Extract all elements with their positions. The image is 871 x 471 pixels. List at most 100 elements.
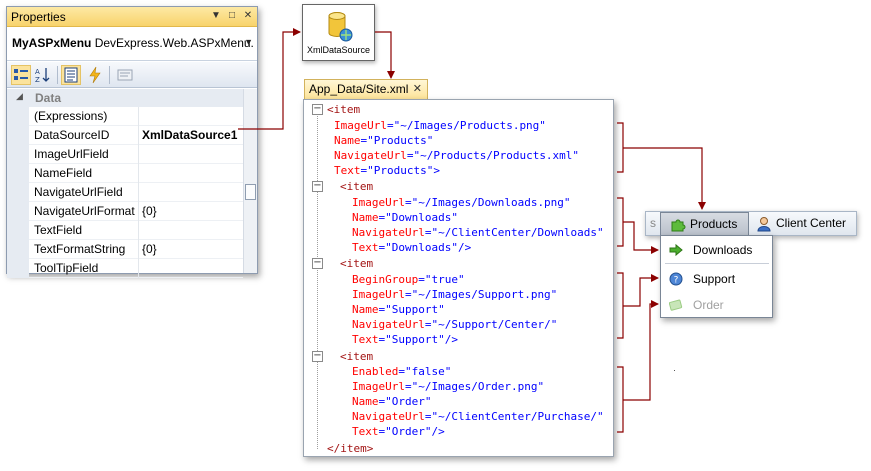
property-name: TextFormatString <box>34 242 126 256</box>
property-grid: ◢ Data (Expressions) DataSourceID XmlDat… <box>7 89 257 278</box>
properties-icon[interactable] <box>61 65 81 85</box>
dropdown-icon[interactable]: ▼ <box>211 10 221 21</box>
submenu-item-support[interactable]: ? Support <box>661 266 772 292</box>
code-line: Text="Products"> <box>334 164 440 177</box>
close-icon[interactable]: ✕ <box>243 10 253 21</box>
object-name: MyASPxMenu <box>12 36 92 50</box>
code-line: Name="Support" <box>352 303 445 316</box>
object-selector[interactable]: MyASPxMenu DevExpress.Web.ASPxMenu. ▼ <box>7 29 257 61</box>
property-value[interactable] <box>138 183 243 202</box>
property-value[interactable] <box>138 259 243 278</box>
bracket-products <box>617 122 624 173</box>
property-name: NavigateUrlFormat <box>34 204 135 218</box>
property-row[interactable]: NavigateUrlFormat {0} <box>7 202 243 221</box>
property-value[interactable] <box>138 221 243 240</box>
svg-text:A: A <box>35 68 40 76</box>
bracket-order <box>617 366 624 433</box>
bracket-downloads <box>617 197 624 247</box>
categorized-icon[interactable] <box>11 65 31 85</box>
connector-products <box>623 147 706 210</box>
property-value[interactable] <box>138 107 243 126</box>
properties-title-bar: Properties ▼ □ ✕ <box>7 7 257 27</box>
property-value-datasourceid[interactable]: XmlDataSource1 <box>138 126 243 145</box>
data-source-label: XmlDataSource <box>306 45 371 55</box>
toolbar-separator <box>109 66 110 84</box>
property-value[interactable]: {0} <box>138 240 243 259</box>
submenu-item-downloads[interactable]: Downloads <box>661 237 772 263</box>
menu-item-products[interactable]: Products <box>660 212 749 236</box>
close-icon[interactable]: ✕ <box>412 83 422 95</box>
collapse-icon[interactable]: − <box>312 257 323 269</box>
code-line: Text="Order"/> <box>352 425 445 438</box>
submenu-item-label: Order <box>693 298 724 312</box>
property-row[interactable]: (Expressions) <box>7 107 243 126</box>
code-line: NavigateUrl="~/Support/Center/" <box>352 318 558 331</box>
property-value[interactable] <box>138 164 243 183</box>
submenu-separator <box>665 263 769 264</box>
code-line: Name="Order" <box>352 395 432 408</box>
xml-editor[interactable]: − − − − <item ImageUrl="~/Images/Product… <box>303 99 614 457</box>
code-line: NavigateUrl="~/ClientCenter/Purchase/" <box>352 410 604 423</box>
code-line: Enabled="false" <box>352 365 452 378</box>
code-line: <item <box>327 103 361 116</box>
bracket-support <box>617 272 624 339</box>
menu-item-label: Client Center <box>776 216 847 230</box>
property-row[interactable]: ToolTipField <box>7 259 243 278</box>
events-icon[interactable] <box>85 65 105 85</box>
property-row[interactable]: TextFormatString {0} <box>7 240 243 259</box>
property-name: (Expressions) <box>34 109 108 123</box>
clipped-menu-text: s <box>650 216 656 230</box>
code-line: </item> <box>327 442 374 455</box>
code-line: ImageUrl="~/Images/Downloads.png" <box>352 196 571 209</box>
svg-text:?: ? <box>674 276 679 286</box>
category-row[interactable]: ◢ Data <box>7 89 243 107</box>
collapse-icon[interactable]: − <box>312 350 323 362</box>
property-row[interactable]: ImageUrlField <box>7 145 243 164</box>
code-line: Text="Support"/> <box>352 333 458 346</box>
arrow-right-icon <box>669 243 683 257</box>
scrollbar-thumb[interactable] <box>245 184 256 200</box>
property-pages-icon[interactable] <box>115 65 135 85</box>
property-value[interactable]: {0} <box>138 202 243 221</box>
xml-data-source-component[interactable]: XmlDataSource <box>302 4 375 61</box>
code-line: Name="Products" <box>334 134 434 147</box>
fold-guide <box>317 106 318 449</box>
property-row[interactable]: TextField <box>7 221 243 240</box>
property-name: NavigateUrlField <box>34 185 123 199</box>
object-type: DevExpress.Web.ASPxMenu. <box>94 36 254 50</box>
restore-icon[interactable]: □ <box>228 10 236 21</box>
code-line: ImageUrl="~/Images/Support.png" <box>352 288 558 301</box>
order-icon <box>669 299 683 311</box>
tab-site-xml[interactable]: App_Data/Site.xml ✕ <box>304 79 428 99</box>
stray-dot <box>674 370 675 371</box>
property-name: TextField <box>34 223 83 237</box>
chevron-down-icon[interactable]: ▼ <box>244 37 253 47</box>
scrollbar[interactable] <box>243 89 257 273</box>
collapse-icon[interactable]: − <box>312 103 323 115</box>
property-value[interactable] <box>138 145 243 164</box>
code-line: <item <box>340 350 374 363</box>
submenu-item-label: Support <box>693 272 736 286</box>
property-row[interactable]: NameField <box>7 164 243 183</box>
products-submenu: Downloads ? Support Order <box>660 235 773 318</box>
property-name: ImageUrlField <box>34 147 109 161</box>
svg-text:Z: Z <box>35 76 40 84</box>
collapse-icon[interactable]: ◢ <box>16 91 23 101</box>
menu-item-client-center[interactable]: Client Center <box>752 212 858 235</box>
menu-item-label: Products <box>690 217 738 231</box>
aspx-menu: s Products Client Center <box>645 211 857 236</box>
toolbar-separator <box>57 66 58 84</box>
connector-order <box>623 300 659 401</box>
code-line: ImageUrl="~/Images/Products.png" <box>334 119 546 132</box>
collapse-icon[interactable]: − <box>312 180 323 192</box>
submenu-item-label: Downloads <box>693 243 753 257</box>
properties-panel: Properties ▼ □ ✕ MyASPxMenu DevExpress.W… <box>6 6 258 278</box>
puzzle-icon <box>671 219 686 232</box>
code-line: BeginGroup="true" <box>352 273 465 286</box>
property-row[interactable]: DataSourceID XmlDataSource1 <box>7 126 243 145</box>
database-icon <box>328 12 353 42</box>
property-row[interactable]: NavigateUrlField <box>7 183 243 202</box>
code-line: Name="Downloads" <box>352 211 458 224</box>
